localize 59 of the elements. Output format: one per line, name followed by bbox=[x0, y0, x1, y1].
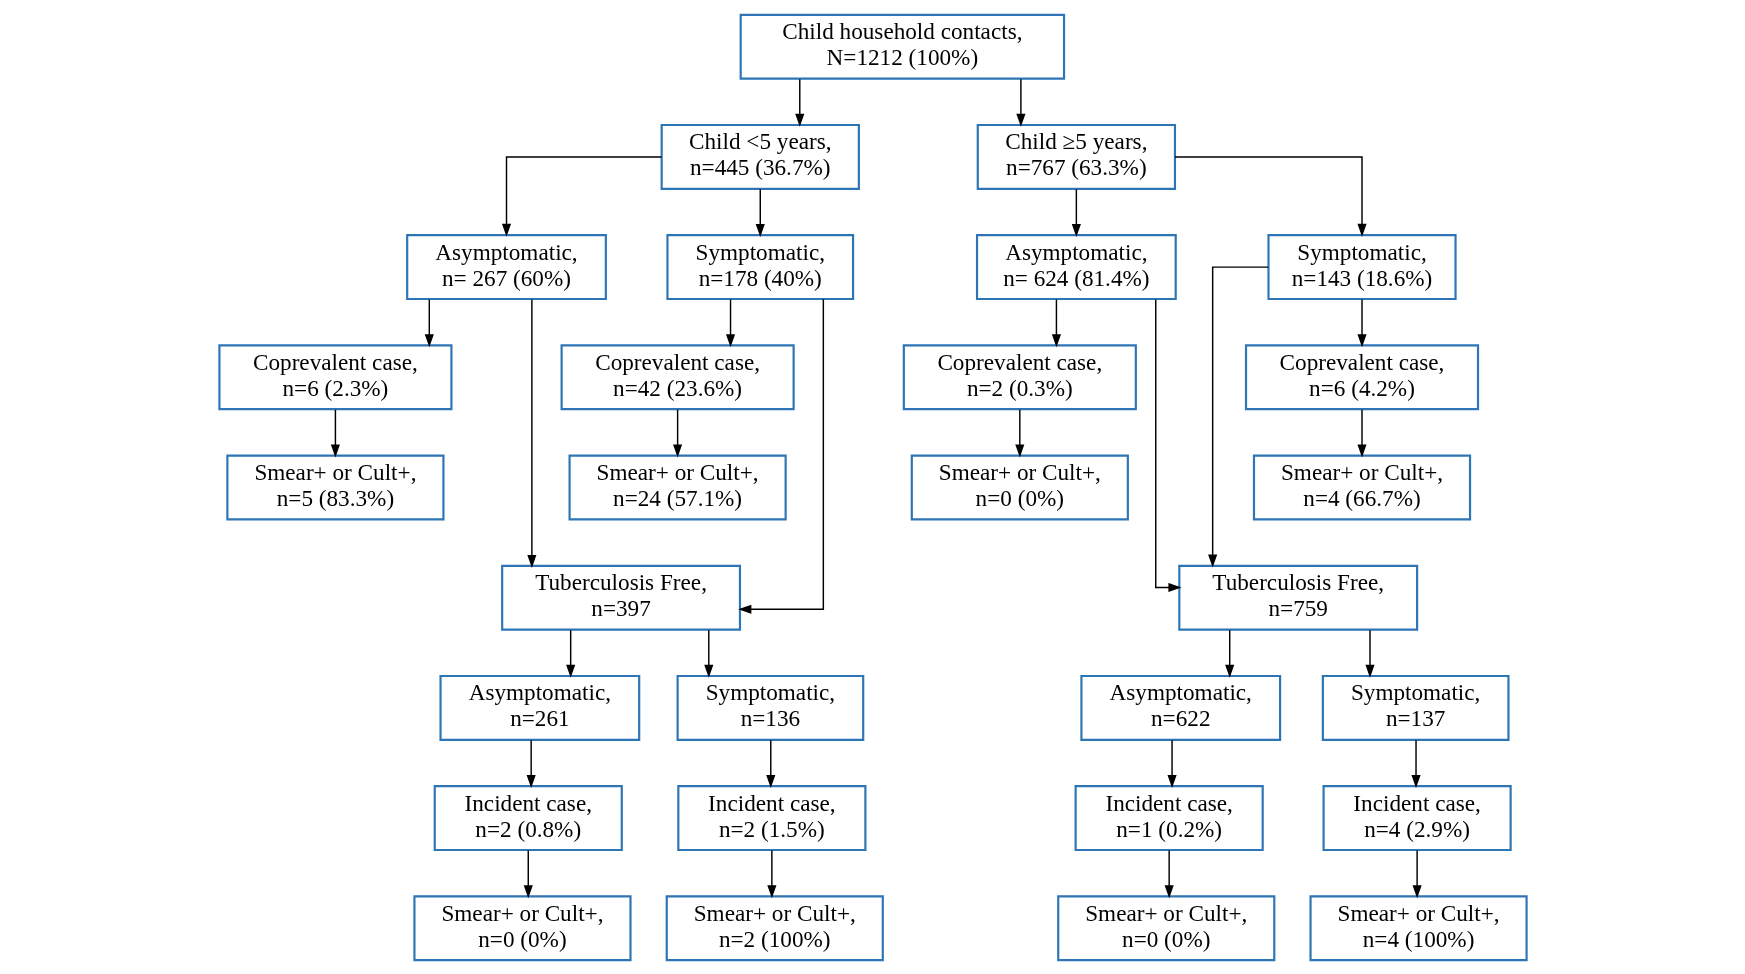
node-box: Asymptomatic, n= 267 (60%) bbox=[405, 233, 607, 300]
arrow bbox=[523, 849, 533, 898]
node-box: Smear+ or Cult+, n=4 (66.7%) bbox=[1252, 454, 1471, 520]
node-box: Incident case, n=2 (1.5%) bbox=[676, 784, 866, 851]
node-box: Child household contacts, N=1212 (100%) bbox=[739, 13, 1065, 80]
arrow bbox=[330, 408, 340, 457]
node-box: Asymptomatic, n=261 bbox=[438, 674, 640, 741]
arrow bbox=[1356, 408, 1367, 457]
node-box: Symptomatic, n=178 (40%) bbox=[665, 233, 854, 300]
node-box: Smear+ or Cult+, n=24 (57.1%) bbox=[568, 454, 787, 520]
node-box: Smear+ or Cult+, n=0 (0%) bbox=[412, 894, 632, 961]
arrow bbox=[737, 298, 824, 614]
arrow bbox=[766, 849, 776, 898]
node-box: Smear+ or Cult+, n=4 (100%) bbox=[1308, 894, 1528, 961]
node-box: Incident case, n=1 (0.2%) bbox=[1074, 784, 1264, 851]
arrow bbox=[1167, 739, 1177, 788]
arrow bbox=[1071, 188, 1081, 237]
arrow bbox=[1173, 155, 1367, 237]
arrow bbox=[765, 739, 775, 788]
arrow bbox=[1014, 408, 1024, 457]
arrow bbox=[526, 739, 536, 788]
node-box: Child <5 years, n=445 (36.7%) bbox=[660, 123, 860, 190]
node-box: Tuberculosis Free, n=397 bbox=[500, 564, 741, 631]
node-box: Child ≥5 years, n=767 (63.3%) bbox=[976, 123, 1176, 190]
arrow bbox=[1356, 298, 1367, 347]
node-box: Incident case, n=4 (2.9%) bbox=[1322, 784, 1512, 851]
node-box: Smear+ or Cult+, n=0 (0%) bbox=[910, 454, 1129, 520]
node-box: Symptomatic, n=143 (18.6%) bbox=[1266, 233, 1457, 300]
arrow bbox=[1164, 849, 1174, 898]
node-box: Coprevalent case, n=2 (0.3%) bbox=[902, 343, 1137, 410]
node-box: Smear+ or Cult+, n=5 (83.3%) bbox=[225, 454, 445, 520]
arrow bbox=[1051, 298, 1061, 347]
arrow bbox=[565, 628, 575, 678]
arrow bbox=[1364, 628, 1375, 678]
node-box: Tuberculosis Free, n=759 bbox=[1177, 564, 1418, 631]
arrow bbox=[501, 155, 662, 237]
arrow bbox=[1207, 265, 1269, 568]
arrow bbox=[424, 298, 434, 347]
arrow bbox=[672, 408, 682, 457]
node-box: Incident case, n=2 (0.8%) bbox=[433, 784, 623, 851]
arrow bbox=[1412, 849, 1422, 898]
node-box: Symptomatic, n=137 bbox=[1321, 674, 1510, 741]
node-box: Smear+ or Cult+, n=0 (0%) bbox=[1056, 894, 1275, 961]
node-box: Asymptomatic, n= 624 (81.4%) bbox=[975, 233, 1177, 300]
arrow bbox=[526, 298, 536, 568]
arrow bbox=[1015, 77, 1025, 127]
node-box: Asymptomatic, n=622 bbox=[1079, 674, 1281, 741]
arrow bbox=[703, 628, 713, 678]
node-box: Coprevalent case, n=42 (23.6%) bbox=[560, 343, 795, 410]
arrow bbox=[1224, 628, 1234, 678]
node-box: Symptomatic, n=136 bbox=[676, 674, 864, 741]
node-box: Coprevalent case, n=6 (4.2%) bbox=[1244, 343, 1479, 410]
node-box: Coprevalent case, n=6 (2.3%) bbox=[217, 343, 452, 410]
arrow bbox=[725, 298, 735, 347]
arrow bbox=[1410, 739, 1421, 788]
arrow bbox=[755, 188, 765, 237]
arrow bbox=[1154, 298, 1181, 592]
arrow bbox=[794, 77, 804, 127]
node-box: Smear+ or Cult+, n=2 (100%) bbox=[665, 894, 884, 961]
